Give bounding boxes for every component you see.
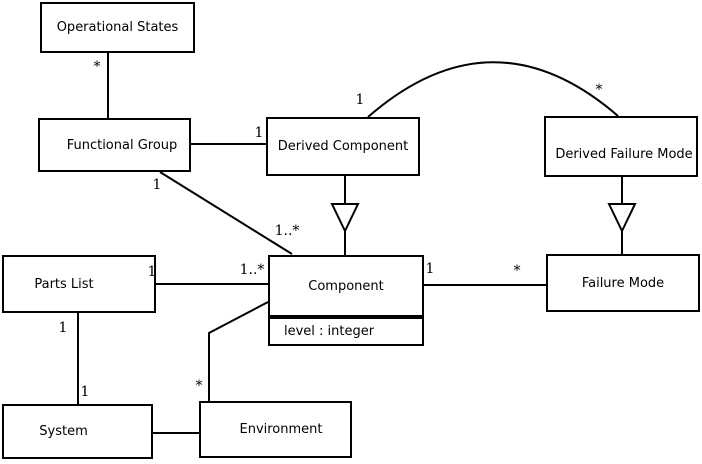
node-component[interactable]: Component level : integer [268, 255, 424, 346]
multiplicity-comp-fm-one: 1 [425, 261, 435, 277]
node-component-label: Component [308, 278, 384, 294]
multiplicity-pl-sys-one-top: 1 [58, 320, 68, 336]
node-parts-list-label: Parts List [34, 276, 94, 292]
node-derived-failure-mode[interactable]: Derived Failure Mode [544, 116, 698, 177]
node-parts-list[interactable]: Parts List [2, 255, 156, 313]
generalization-triangle-icon [607, 203, 637, 234]
node-derived-failure-mode-label: Derived Failure Mode [555, 147, 693, 162]
node-component-attribute: level : integer [284, 324, 375, 339]
multiplicity-pl-comp-one: 1 [147, 264, 157, 280]
multiplicity-dc-dfm-star: * [595, 82, 603, 98]
node-failure-mode[interactable]: Failure Mode [546, 254, 700, 312]
node-derived-component[interactable]: Derived Component [266, 117, 420, 176]
node-functional-group[interactable]: Functional Group [38, 118, 191, 172]
multiplicity-fg-dc-one: 1 [254, 125, 264, 141]
multiplicity-fg-comp-many: 1..* [274, 223, 300, 239]
generalization-triangle-icon [330, 203, 360, 234]
node-system[interactable]: System [2, 404, 153, 459]
multiplicity-pl-comp-many: 1..* [239, 262, 265, 278]
multiplicity-dc-dfm-one: 1 [355, 92, 365, 108]
multiplicity-fg-comp-one: 1 [152, 177, 162, 193]
multiplicity-comp-fm-star: * [513, 263, 521, 279]
association-functional-group-component [159, 171, 293, 255]
association-component-environment [208, 301, 269, 402]
node-failure-mode-label: Failure Mode [581, 275, 665, 291]
node-operational-states-label: Operational States [56, 20, 179, 35]
node-system-label: System [39, 424, 88, 439]
node-environment-label: Environment [239, 422, 323, 437]
multiplicity-comp-env-star: * [195, 378, 203, 394]
node-functional-group-label: Functional Group [66, 137, 178, 153]
multiplicity-os-fg-star: * [93, 59, 101, 75]
multiplicity-pl-sys-one-bottom: 1 [80, 384, 90, 400]
node-derived-component-label: Derived Component [277, 139, 409, 154]
node-operational-states[interactable]: Operational States [40, 2, 195, 53]
compartment-divider [270, 315, 422, 319]
node-environment[interactable]: Environment [199, 401, 352, 458]
association-arc-derived-component-derived-failure-mode [367, 61, 619, 118]
